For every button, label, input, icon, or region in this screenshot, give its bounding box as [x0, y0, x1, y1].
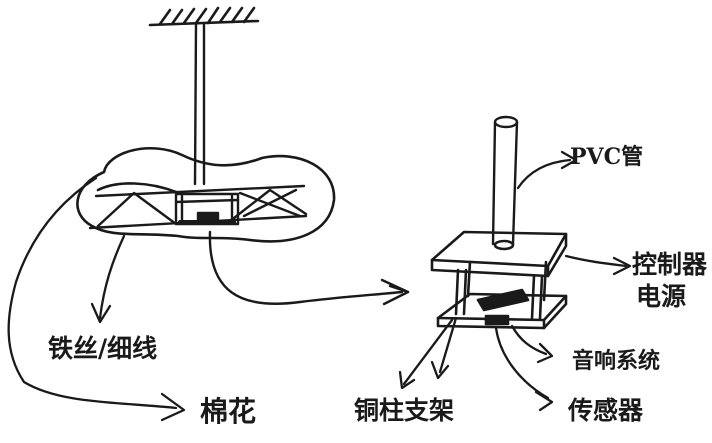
arrow-pvc-label: [516, 150, 578, 190]
arrow-controller-label: [564, 254, 632, 276]
left-mechanism: [88, 184, 308, 230]
label-audio-system: 音响系统: [572, 348, 661, 374]
label-controller: 控制器: [632, 250, 708, 279]
label-power-supply: 电源: [636, 282, 687, 311]
suspension-rod: [193, 22, 206, 186]
label-pvc-pipe: PVC管: [570, 144, 644, 170]
label-cotton: 棉花: [200, 395, 257, 428]
arrow-left-to-right-assembly: [208, 230, 410, 306]
arrows-copper-pillar-label: [398, 316, 458, 390]
top-plate: [430, 230, 568, 278]
label-sensor: 传感器: [568, 396, 644, 425]
arrow-audio-label: [510, 324, 554, 364]
pvc-pipe: [491, 115, 519, 246]
ceiling-mount: [148, 6, 260, 27]
label-wire: 铁丝/细线: [48, 334, 158, 363]
label-copper-pillar-frame: 铜柱支架: [354, 396, 455, 425]
cotton-cloud: [76, 146, 336, 243]
bottom-plate: [436, 288, 568, 330]
arrow-cotton-label: [7, 176, 186, 422]
arrow-wire-label: [90, 234, 126, 324]
arrow-sensor-label: [494, 326, 554, 412]
copper-pillars: [454, 260, 548, 320]
